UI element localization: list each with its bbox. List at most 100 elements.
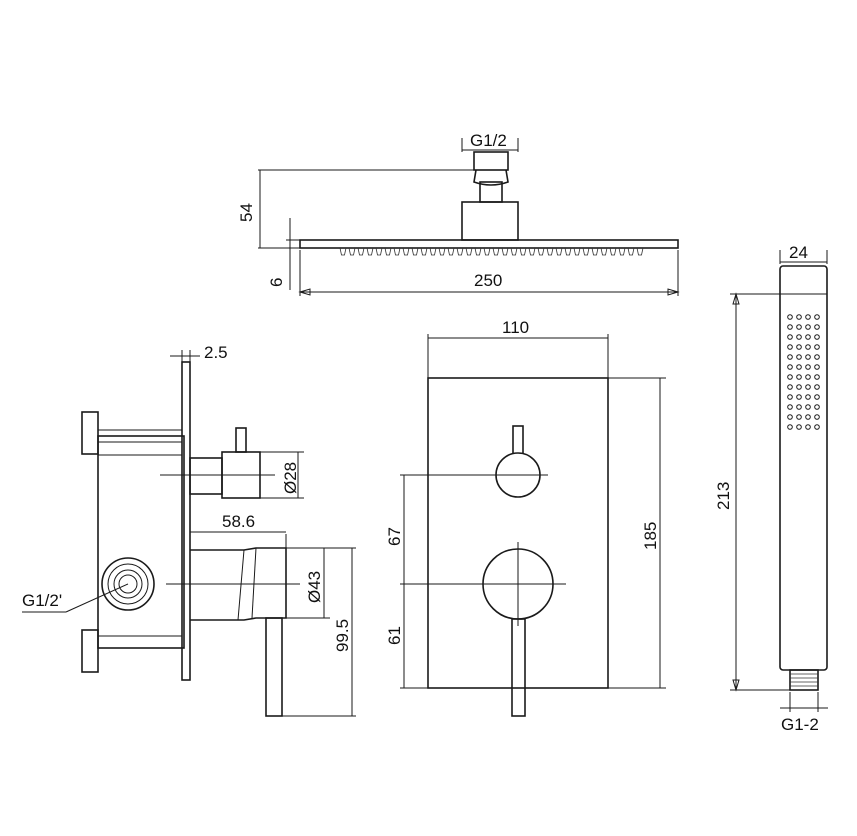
nozzle bbox=[582, 247, 590, 256]
nozzle bbox=[618, 247, 626, 256]
head-dimensions: G1/2 54 6 250 bbox=[237, 131, 680, 296]
nozzle bbox=[375, 247, 383, 256]
nozzle bbox=[519, 247, 527, 256]
spray-dot bbox=[805, 424, 811, 430]
valve-front-view bbox=[400, 377, 609, 717]
spray-dot bbox=[805, 414, 811, 420]
nozzle bbox=[627, 247, 635, 256]
nozzle bbox=[402, 247, 410, 256]
spray-dot bbox=[787, 414, 793, 420]
nozzle bbox=[339, 247, 347, 256]
shower-head bbox=[299, 151, 679, 256]
spray-dot bbox=[796, 334, 802, 340]
spray-dot bbox=[787, 344, 793, 350]
nozzle bbox=[357, 247, 365, 256]
spray-dot bbox=[814, 404, 820, 410]
side-dimensions: 2.5 Ø28 58.6 Ø43 99.5 G1/2' bbox=[22, 343, 356, 717]
spray-dot bbox=[787, 354, 793, 360]
nozzle-row bbox=[339, 247, 644, 256]
inlet-thread-label: G1/2' bbox=[22, 591, 62, 610]
handset-length-label: 213 bbox=[714, 482, 733, 510]
nozzle bbox=[456, 247, 464, 256]
spray-dot bbox=[805, 344, 811, 350]
spray-dot bbox=[805, 404, 811, 410]
spray-dot bbox=[796, 344, 802, 350]
handset-thread-label: G1-2 bbox=[781, 715, 819, 734]
head-height-label: 54 bbox=[237, 203, 256, 222]
nozzle bbox=[393, 247, 401, 256]
lower-spacing-label: 61 bbox=[385, 626, 404, 645]
spray-dot bbox=[814, 334, 820, 340]
plate-offset-label: 2.5 bbox=[204, 343, 228, 362]
nozzle bbox=[366, 247, 374, 256]
spray-dot bbox=[805, 324, 811, 330]
spray-dot bbox=[805, 314, 811, 320]
nozzle bbox=[465, 247, 473, 256]
upper-spacing-label: 67 bbox=[385, 527, 404, 546]
spray-dot bbox=[787, 404, 793, 410]
spray-dot bbox=[787, 394, 793, 400]
spray-dot bbox=[814, 344, 820, 350]
spray-dot bbox=[796, 414, 802, 420]
nozzle bbox=[537, 247, 545, 256]
nozzle bbox=[501, 247, 509, 256]
hand-shower bbox=[779, 265, 828, 691]
nozzle bbox=[636, 247, 644, 256]
spray-dots bbox=[787, 314, 820, 430]
handset-width-label: 24 bbox=[789, 243, 808, 262]
plate-height-label: 185 bbox=[641, 522, 660, 550]
nozzle bbox=[609, 247, 617, 256]
nozzle bbox=[348, 247, 356, 256]
spray-dot bbox=[805, 374, 811, 380]
nozzle bbox=[492, 247, 500, 256]
nozzle bbox=[420, 247, 428, 256]
nozzle bbox=[528, 247, 536, 256]
plate-width-label: 110 bbox=[502, 318, 529, 337]
spray-dot bbox=[805, 354, 811, 360]
spray-dot bbox=[787, 384, 793, 390]
valve-side-view bbox=[81, 361, 300, 717]
spray-dot bbox=[805, 394, 811, 400]
spray-dot bbox=[814, 354, 820, 360]
spray-dot bbox=[814, 324, 820, 330]
spray-dot bbox=[787, 334, 793, 340]
front-dimensions: 110 185 67 61 bbox=[385, 318, 666, 689]
nozzle bbox=[573, 247, 581, 256]
spray-dot bbox=[796, 394, 802, 400]
spray-dot bbox=[805, 334, 811, 340]
handset-dimensions: 24 213 G1-2 bbox=[714, 243, 828, 734]
spray-dot bbox=[814, 384, 820, 390]
spray-dot bbox=[796, 424, 802, 430]
nozzle bbox=[555, 247, 563, 256]
nozzle bbox=[600, 247, 608, 256]
nozzle bbox=[591, 247, 599, 256]
nozzle bbox=[429, 247, 437, 256]
spray-dot bbox=[814, 374, 820, 380]
head-thickness-label: 6 bbox=[267, 278, 286, 287]
spray-dot bbox=[796, 384, 802, 390]
spray-dot bbox=[814, 394, 820, 400]
spray-dot bbox=[787, 324, 793, 330]
stem-dia-label: Ø28 bbox=[281, 462, 300, 494]
nozzle bbox=[510, 247, 518, 256]
nozzle bbox=[474, 247, 482, 256]
spray-dot bbox=[814, 414, 820, 420]
spray-dot bbox=[805, 364, 811, 370]
nozzle bbox=[564, 247, 572, 256]
spray-dot bbox=[796, 354, 802, 360]
spray-dot bbox=[805, 384, 811, 390]
spray-dot bbox=[796, 324, 802, 330]
nozzle bbox=[546, 247, 554, 256]
spray-dot bbox=[796, 404, 802, 410]
spray-dot bbox=[814, 424, 820, 430]
head-width-label: 250 bbox=[474, 271, 502, 290]
spray-dot bbox=[796, 314, 802, 320]
nozzle bbox=[384, 247, 392, 256]
lever-dia-label: Ø43 bbox=[305, 571, 324, 603]
head-thread-label: G1/2 bbox=[470, 131, 507, 150]
spout-depth-label: 58.6 bbox=[222, 512, 255, 531]
spray-dot bbox=[796, 364, 802, 370]
spray-dot bbox=[814, 314, 820, 320]
nozzle bbox=[447, 247, 455, 256]
